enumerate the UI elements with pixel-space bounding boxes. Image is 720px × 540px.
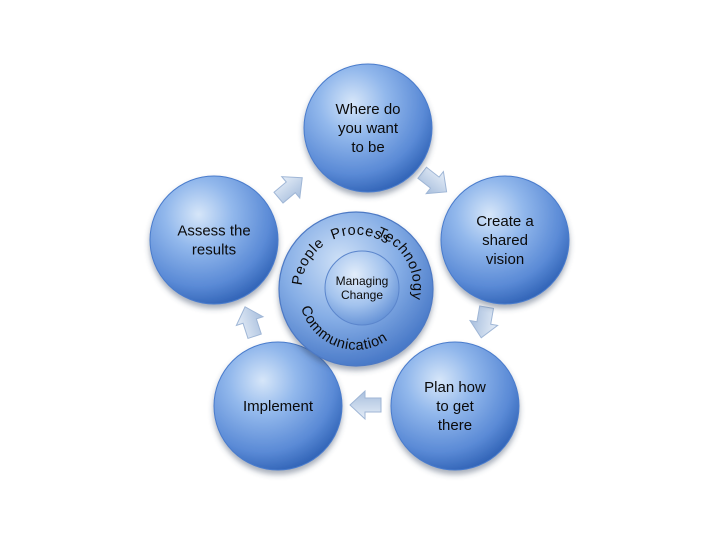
- hub-inner-circle: [324, 250, 400, 326]
- node-assess: Assess the results: [149, 175, 279, 305]
- node-vision-line-3: vision: [486, 251, 524, 268]
- arrow-assess-to-where: [273, 176, 303, 204]
- arrow-plan-to-implement: [349, 389, 382, 421]
- hub-center-line-1: Managing: [336, 274, 389, 288]
- node-where-line-3: to be: [351, 139, 384, 156]
- node-assess-circle: [149, 175, 279, 305]
- node-assess-line-1: Assess the: [177, 223, 250, 240]
- hub-center-line-2: Change: [341, 288, 383, 302]
- node-assess-line-2: results: [192, 242, 236, 259]
- node-plan-circle: [390, 341, 520, 471]
- node-implement-circle: [213, 341, 343, 471]
- central-hub: [278, 211, 434, 367]
- node-plan-line-1: Plan how: [424, 379, 486, 396]
- node-vision-line-1: Create a: [476, 213, 534, 230]
- node-plan-line-2: to get: [436, 398, 474, 415]
- cycle-arrows: [235, 166, 499, 421]
- node-where-line-1: Where do: [335, 101, 400, 118]
- node-vision-circle: [440, 175, 570, 305]
- node-plan-line-3: there: [438, 417, 472, 434]
- node-implement-line-1: Implement: [243, 398, 314, 415]
- node-implement: Implement: [213, 341, 343, 471]
- node-where-line-2: you want: [338, 120, 399, 137]
- arrow-where-to-vision: [417, 166, 448, 195]
- node-where: Where do you want to be: [303, 63, 433, 193]
- node-where-circle: [303, 63, 433, 193]
- node-plan: Plan how to get there: [390, 341, 520, 471]
- node-vision: Create a shared vision: [440, 175, 570, 305]
- cycle-nodes: Where do you want to be Create a shared visio…: [149, 63, 570, 471]
- node-vision-line-2: shared: [482, 232, 528, 249]
- arrow-implement-to-assess: [235, 306, 265, 340]
- arrow-vision-to-plan: [468, 305, 499, 339]
